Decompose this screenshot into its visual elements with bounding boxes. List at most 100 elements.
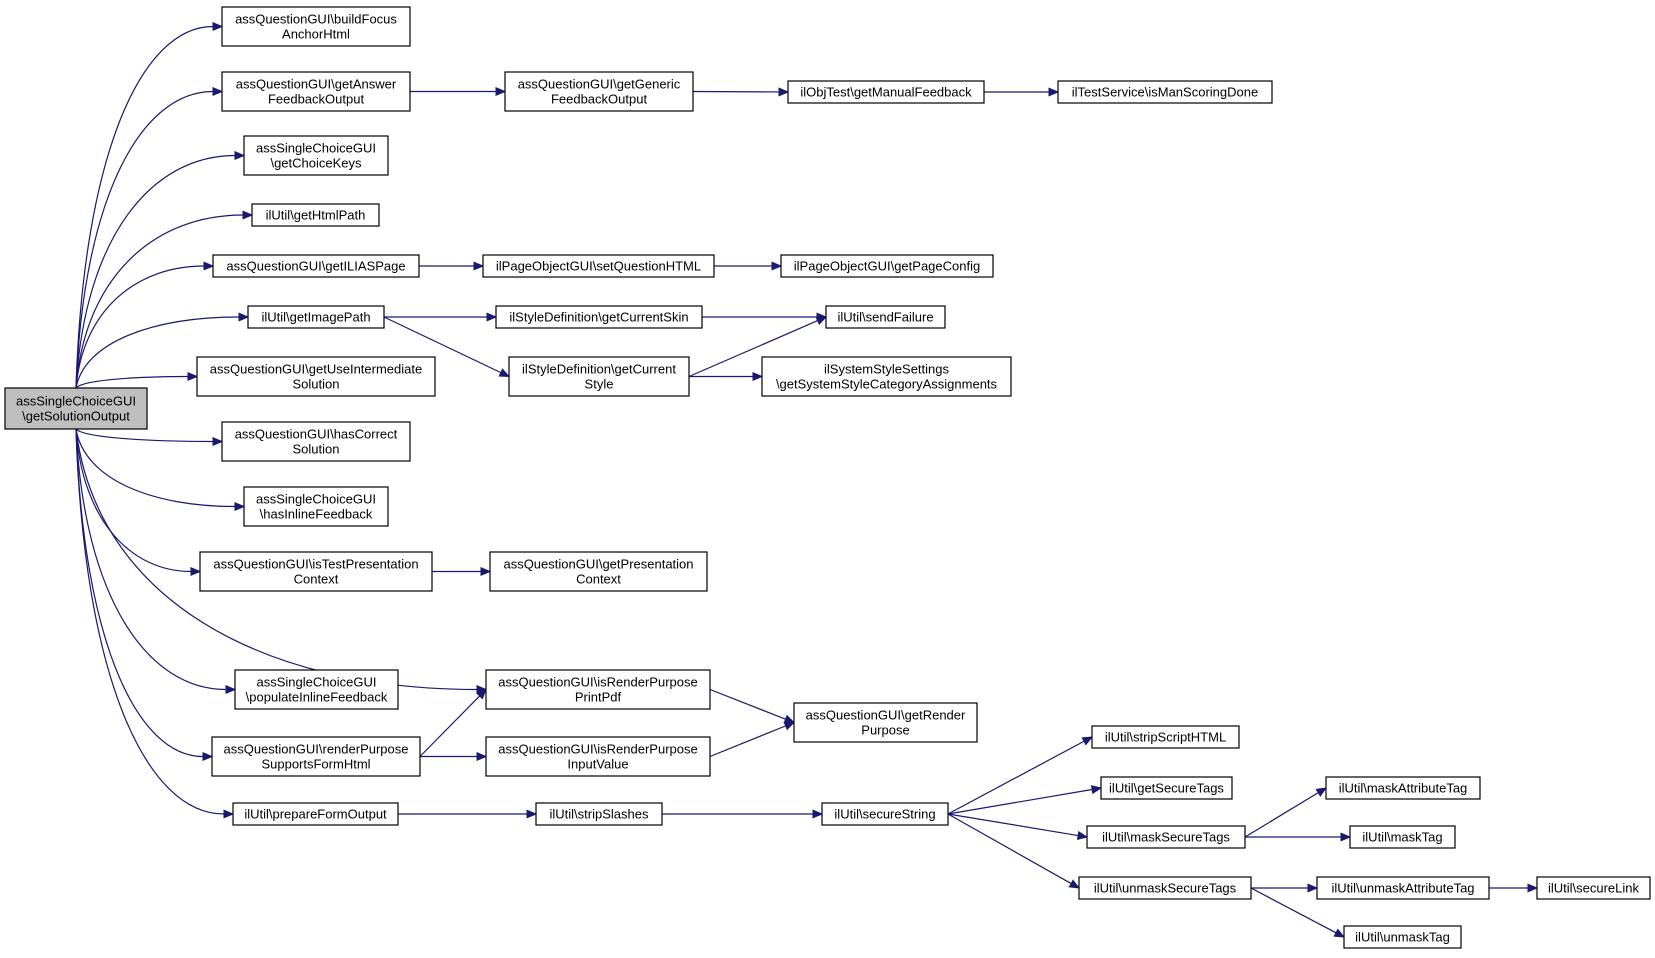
node-get-manual-feedback[interactable]: ilObjTest\getManualFeedback	[787, 80, 985, 104]
node-unmask-attribute-tag[interactable]: ilUtil\unmaskAttributeTag	[1316, 876, 1490, 900]
node-secure-link[interactable]: ilUtil\secureLink	[1536, 876, 1651, 900]
edge-is-render-print-pdf-to-get-render-purpose	[709, 688, 796, 724]
edge-line	[75, 428, 227, 691]
edge-line	[947, 788, 1093, 815]
node-box	[482, 254, 715, 278]
node-root[interactable]: assSingleChoiceGUI\getSolutionOutput	[4, 387, 148, 430]
node-label: ilStyleDefinition\getCurrent	[522, 362, 676, 377]
node-is-man-scoring-done[interactable]: ilTestService\isManScoringDone	[1057, 80, 1273, 104]
edge-line	[75, 428, 214, 443]
edge-line	[947, 813, 1079, 837]
node-label: assQuestionGUI\hasCorrect	[235, 427, 398, 442]
node-label: AnchorHtml	[282, 27, 350, 42]
node-strip-slashes[interactable]: ilUtil\stripSlashes	[535, 802, 663, 826]
edge-line	[75, 265, 205, 389]
node-label: assQuestionGUI\getGeneric	[518, 77, 681, 92]
node-mask-attribute-tag[interactable]: ilUtil\maskAttributeTag	[1325, 776, 1481, 800]
arrowhead-icon	[486, 312, 498, 322]
edge-root-to-has-inline-feedback	[75, 428, 246, 512]
arrowhead-icon	[480, 566, 492, 577]
node-box	[495, 305, 703, 329]
edge-root-to-build-focus	[75, 21, 224, 389]
edge-line	[75, 90, 214, 389]
node-label: ilUtil\maskSecureTags	[1102, 830, 1230, 845]
node-box	[221, 6, 411, 47]
node-label: assQuestionGUI\getILIASPage	[226, 259, 405, 274]
arrowhead-icon	[783, 721, 796, 731]
node-mask-secure-tags[interactable]: ilUtil\maskSecureTags	[1086, 825, 1246, 849]
node-get-html-path[interactable]: ilUtil\getHtmlPath	[251, 203, 380, 227]
node-box	[1536, 876, 1651, 900]
edge-root-to-get-html-path	[75, 210, 254, 389]
arrowhead-icon	[1333, 928, 1346, 938]
node-unmask-tag[interactable]: ilUtil\unmaskTag	[1343, 925, 1462, 949]
edge-root-to-has-correct-solution	[75, 428, 224, 447]
arrowhead-icon	[1076, 830, 1089, 840]
node-get-choice-keys[interactable]: assSingleChoiceGUI\getChoiceKeys	[243, 135, 389, 176]
node-label: Style	[585, 377, 614, 392]
edge-secure-string-to-unmask-secure-tags	[947, 813, 1081, 889]
edges-layer	[75, 21, 1539, 938]
node-label: Solution	[293, 442, 340, 457]
node-get-use-intermediate[interactable]: assQuestionGUI\getUseIntermediateSolutio…	[196, 356, 436, 397]
node-box	[199, 551, 433, 592]
edge-render-purpose-supports-to-is-render-print-pdf	[419, 688, 487, 757]
node-has-inline-feedback[interactable]: assSingleChoiceGUI\hasInlineFeedback	[243, 486, 389, 527]
arrowhead-icon	[190, 566, 202, 577]
node-send-failure[interactable]: ilUtil\sendFailure	[825, 305, 946, 329]
node-get-system-style-cat[interactable]: ilSystemStyleSettings\getSystemStyleCate…	[761, 356, 1012, 397]
node-strip-script-html[interactable]: ilUtil\stripScriptHTML	[1091, 725, 1240, 749]
node-box	[793, 702, 978, 743]
edge-unmask-secure-tags-to-unmask-attribute-tag	[1251, 883, 1319, 893]
edge-mask-secure-tags-to-mask-tag	[1245, 832, 1352, 842]
arrowhead-icon	[783, 714, 796, 724]
arrowhead-icon	[1048, 87, 1060, 97]
node-get-iliaspage[interactable]: assQuestionGUI\getILIASPage	[212, 254, 420, 278]
edge-line	[419, 695, 481, 757]
node-populate-inline-feedback[interactable]: assSingleChoiceGUI\populateInlineFeedbac…	[234, 669, 399, 710]
edge-get-answer-feedback-to-get-generic-feedback	[410, 86, 507, 97]
edge-secure-string-to-strip-script-html	[947, 736, 1094, 815]
node-set-question-html[interactable]: ilPageObjectGUI\setQuestionHTML	[482, 254, 715, 278]
edge-get-manual-feedback-to-is-man-scoring-done	[984, 87, 1060, 97]
node-label: ilUtil\sendFailure	[837, 310, 933, 325]
node-label: ilUtil\getImagePath	[261, 310, 370, 325]
edge-root-to-get-iliaspage	[75, 261, 215, 389]
node-box	[1091, 725, 1240, 749]
node-get-current-skin[interactable]: ilStyleDefinition\getCurrentSkin	[495, 305, 703, 329]
node-label: \getSystemStyleCategoryAssignments	[776, 377, 998, 392]
arrowhead-icon	[1315, 787, 1328, 797]
node-mask-tag[interactable]: ilUtil\maskTag	[1349, 825, 1456, 849]
node-prepare-form-output[interactable]: ilUtil\prepareFormOutput	[232, 802, 399, 826]
arrowhead-icon	[526, 809, 538, 819]
node-get-image-path[interactable]: ilUtil\getImagePath	[247, 305, 385, 329]
arrowhead-icon	[498, 368, 511, 378]
edge-line	[75, 428, 225, 815]
node-box	[504, 71, 694, 112]
edge-root-to-populate-inline-feedback	[75, 428, 237, 695]
node-label: \getSolutionOutput	[22, 409, 130, 424]
node-box	[1100, 776, 1233, 800]
node-secure-string[interactable]: ilUtil\secureString	[821, 802, 949, 826]
node-get-page-config[interactable]: ilPageObjectGUI\getPageConfig	[780, 254, 994, 278]
node-get-secure-tags[interactable]: ilUtil\getSecureTags	[1100, 776, 1233, 800]
arrowhead-icon	[212, 21, 224, 32]
arrowhead-icon	[778, 87, 790, 97]
node-unmask-secure-tags[interactable]: ilUtil\unmaskSecureTags	[1078, 876, 1252, 900]
arrowhead-icon	[476, 688, 487, 700]
node-render-purpose-supports[interactable]: assQuestionGUI\renderPurposeSupportsForm…	[211, 736, 421, 777]
edge-unmask-secure-tags-to-unmask-tag	[1250, 887, 1346, 938]
edge-get-iliaspage-to-set-question-html	[419, 261, 485, 271]
node-label: \getChoiceKeys	[270, 156, 362, 171]
node-box	[1349, 825, 1456, 849]
